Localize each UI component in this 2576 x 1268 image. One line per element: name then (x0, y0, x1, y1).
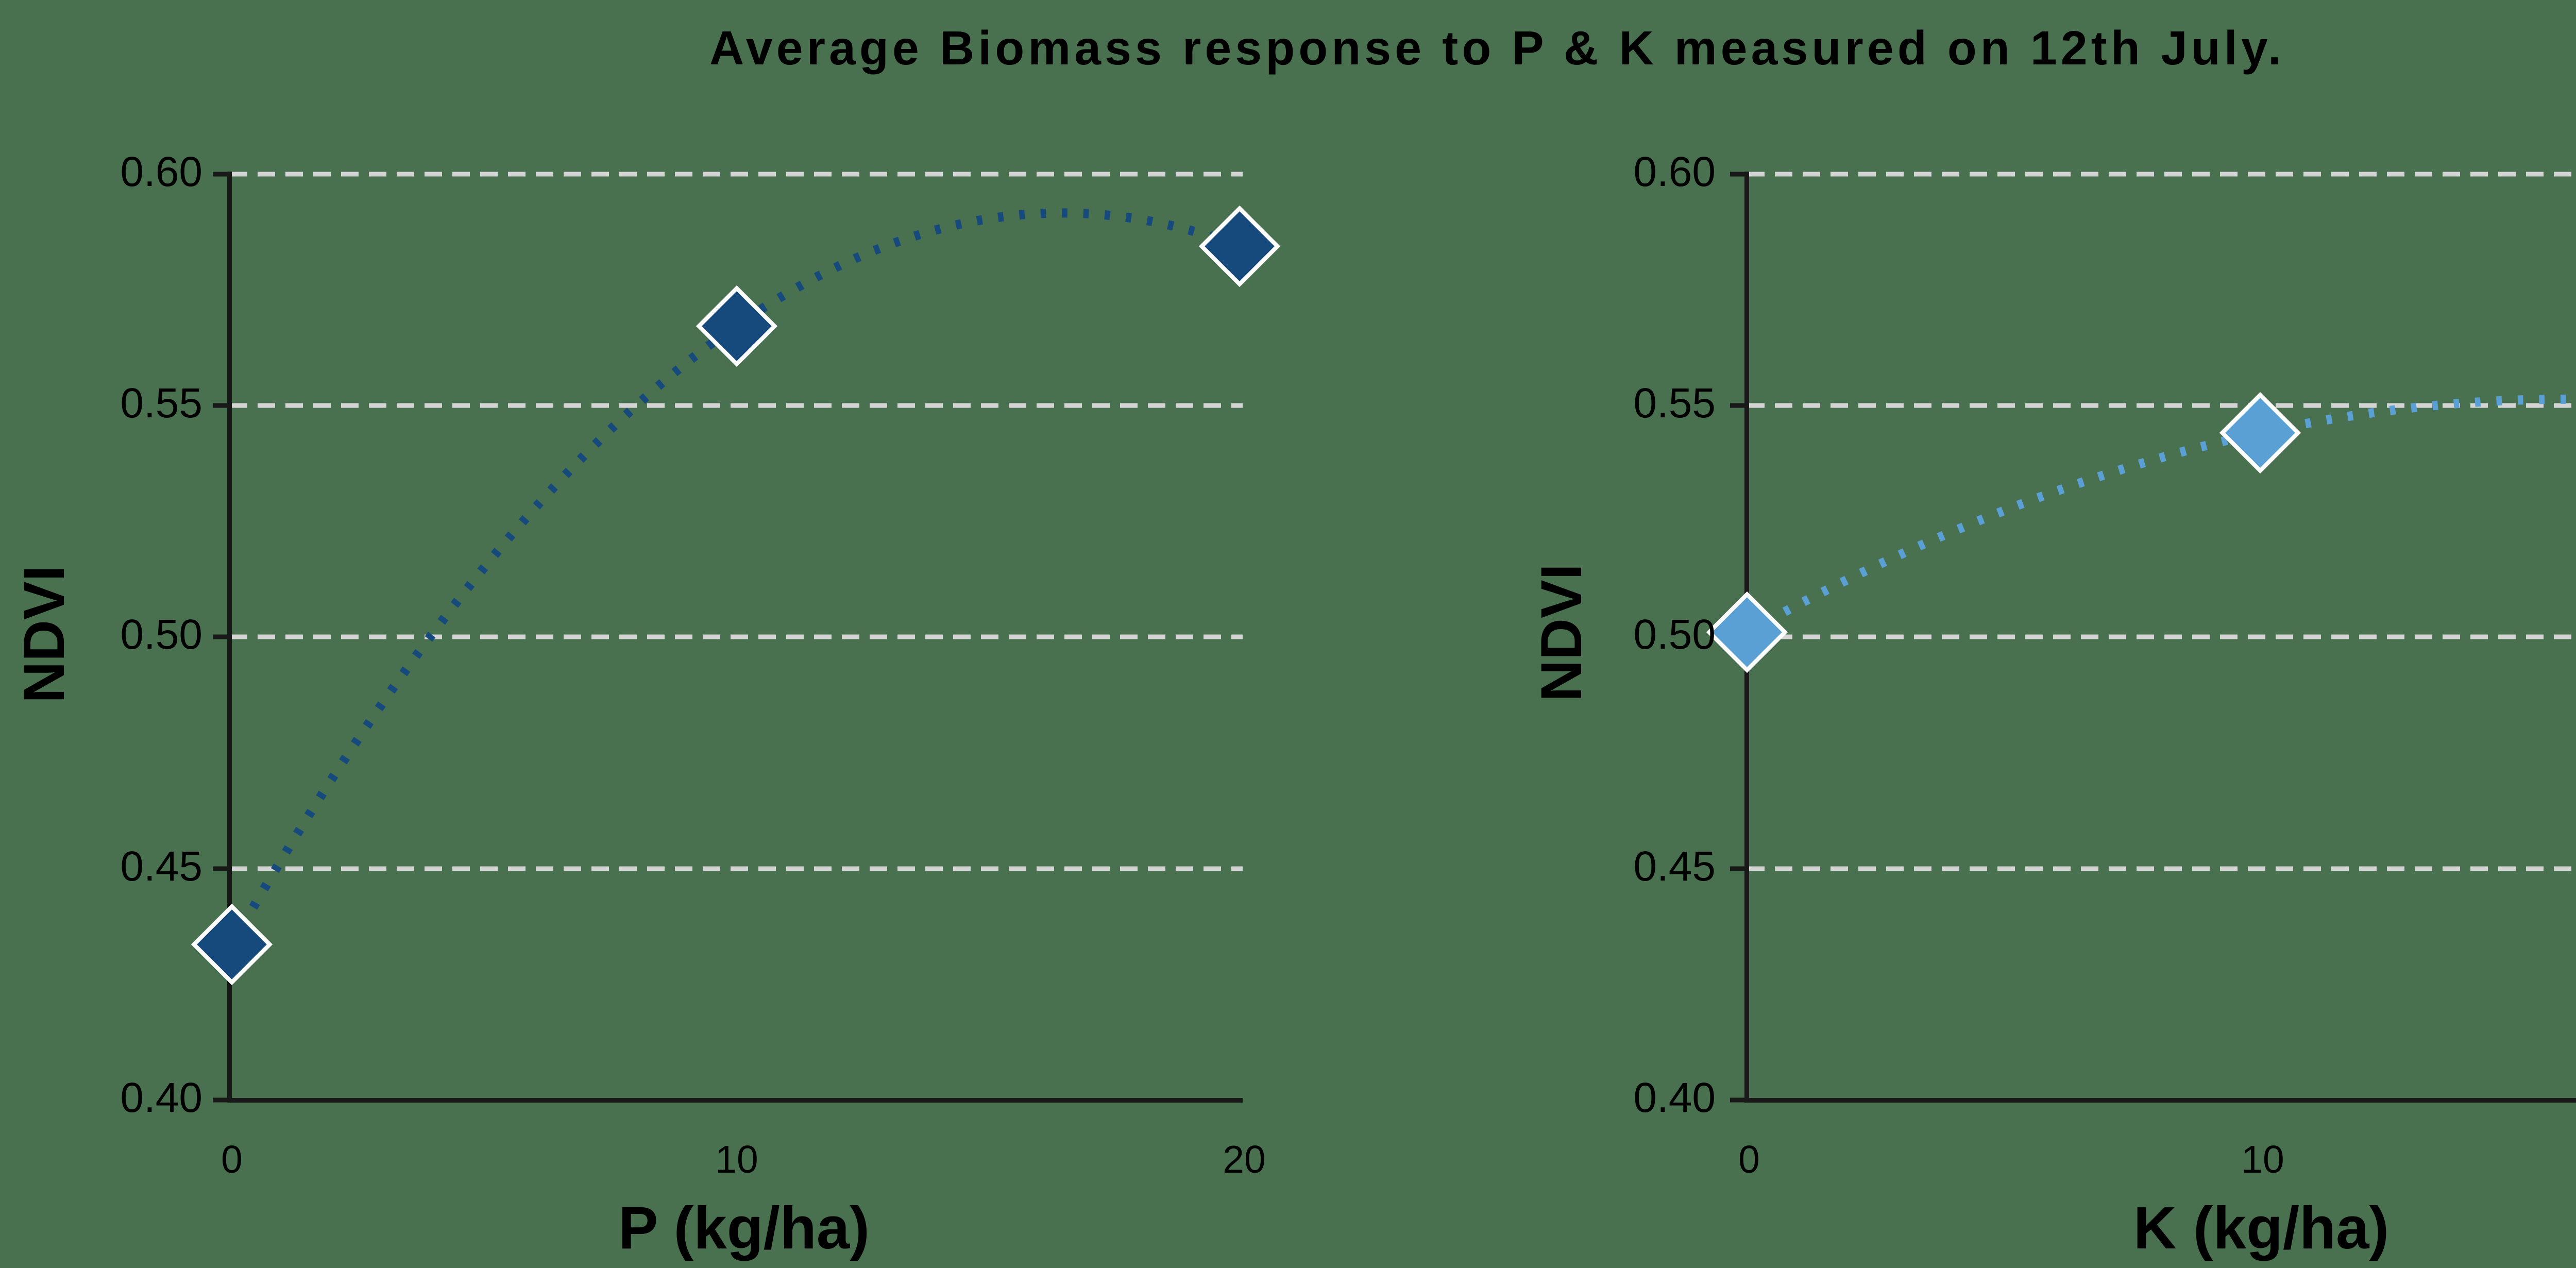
svg-text:0.60: 0.60 (120, 148, 202, 195)
svg-text:0.55: 0.55 (1633, 380, 1716, 427)
svg-text:NDVI: NDVI (1529, 564, 1594, 702)
svg-text:Average Biomass response to P: Average Biomass response to P & K measur… (709, 21, 2285, 75)
svg-text:10: 10 (715, 1138, 758, 1181)
svg-text:0.60: 0.60 (1633, 148, 1716, 195)
svg-text:0.55: 0.55 (120, 380, 202, 427)
svg-text:K (kg/ha): K (kg/ha) (2133, 1194, 2389, 1261)
svg-text:P (kg/ha): P (kg/ha) (618, 1194, 870, 1261)
svg-text:20: 20 (1223, 1138, 1265, 1181)
svg-text:0.40: 0.40 (120, 1074, 202, 1121)
svg-text:NDVI: NDVI (12, 565, 76, 703)
svg-text:10: 10 (2241, 1138, 2284, 1181)
svg-text:0.45: 0.45 (120, 843, 202, 890)
svg-text:0: 0 (1738, 1138, 1760, 1181)
svg-text:0.45: 0.45 (1633, 843, 1716, 890)
svg-text:0: 0 (221, 1138, 243, 1181)
svg-text:0.50: 0.50 (120, 611, 202, 658)
svg-text:0.40: 0.40 (1633, 1074, 1716, 1121)
svg-text:0.50: 0.50 (1633, 611, 1716, 658)
